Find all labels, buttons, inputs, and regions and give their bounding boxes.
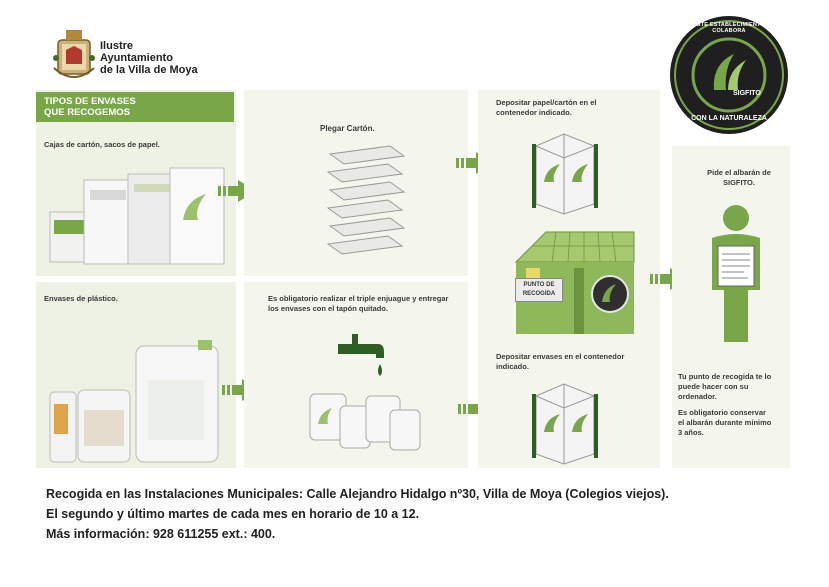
paper-bags-image <box>48 160 228 270</box>
council-logo <box>52 28 96 86</box>
collection-point-sign: PUNTO DE RECOGIDA <box>515 278 563 302</box>
plastic-containers-image <box>48 340 228 465</box>
note-keep-receipt: Es obligatorio conservar el albarán dura… <box>678 408 772 437</box>
footer-info: Recogida en las Instalaciones Municipale… <box>46 484 806 544</box>
plastic-container-image <box>528 380 602 466</box>
seal-bottom-text: CON LA NATURALEZA <box>691 115 767 122</box>
footer-contact: Más información: 928 611255 ext.: 400. <box>46 527 276 541</box>
folded-cardboard-image <box>320 142 410 262</box>
water-tap-icon <box>338 334 388 380</box>
council-name: Ilustre Ayuntamiento de la Villa de Moya <box>100 40 198 76</box>
types-header: TIPOS DE ENVASES QUE RECOGEMOS <box>36 92 234 122</box>
rinsed-containers-image <box>306 384 426 464</box>
sigfito-seal <box>668 14 790 136</box>
council-name-line2: Ayuntamiento <box>100 52 173 64</box>
footer-schedule: El segundo y último martes de cada mes e… <box>46 507 420 521</box>
seal-brand: SIGFITO <box>733 90 761 97</box>
council-name-line3: de la Villa de Moya <box>100 64 198 76</box>
collection-point-label: PUNTO DE RECOGIDA <box>522 282 556 297</box>
paper-label: Cajas de cartón, sacos de papel. <box>44 140 160 149</box>
person-with-receipt-icon <box>704 204 768 344</box>
fold-step-text: Plegar Cartón. <box>320 124 375 133</box>
deposit-paper-text: Depositar papel/cartón en el contenedor … <box>496 98 597 117</box>
council-name-line1: Ilustre <box>100 40 134 52</box>
rinse-step-text: Es obligatorio realizar el triple enjuag… <box>268 294 449 313</box>
note-collection-point: Tu punto de recogida te lo puede hacer c… <box>678 372 772 401</box>
deposit-plastic-text: Depositar envases en el contenedor indic… <box>496 352 625 371</box>
seal-ring-text: ESTE ESTABLECIMIENTO COLABORA <box>693 22 765 34</box>
plastic-label: Envases de plástico. <box>44 294 118 303</box>
request-receipt-text: Pide el albarán de SIGFITO. <box>707 168 771 187</box>
footer-address: Recogida en las Instalaciones Municipale… <box>46 487 669 501</box>
paper-container-image <box>528 128 602 216</box>
types-header-line1: TIPOS DE ENVASES <box>44 96 136 107</box>
types-header-line2: QUE RECOGEMOS <box>44 107 131 118</box>
